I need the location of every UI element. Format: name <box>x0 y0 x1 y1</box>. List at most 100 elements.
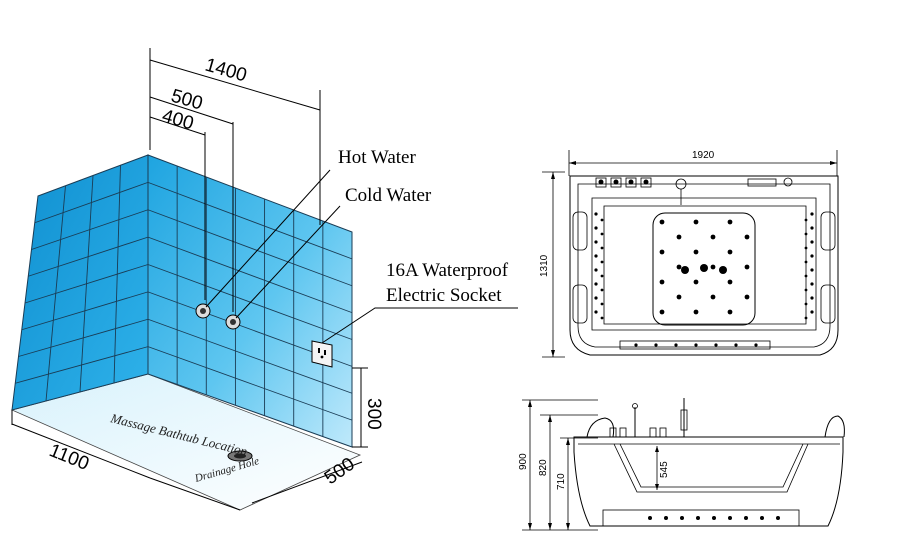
jet-dot <box>727 279 733 285</box>
drainage-hole <box>227 450 253 462</box>
jet-dot <box>744 234 750 240</box>
jet-dot <box>804 260 808 264</box>
plan-view: 1920 1310 <box>539 150 839 358</box>
socket-label-line2: Electric Socket <box>386 285 502 306</box>
grout-line <box>21 291 149 331</box>
jet-dot <box>810 268 814 272</box>
jet-dot <box>776 516 780 520</box>
jet-dot <box>693 309 699 315</box>
jet-dot <box>727 219 733 225</box>
elev-710-label: 710 <box>556 473 567 490</box>
elev-820-label: 820 <box>538 459 549 476</box>
jet-dot <box>710 264 716 270</box>
jet-dot <box>676 234 682 240</box>
jet-dot <box>600 316 604 320</box>
jet-dot <box>804 316 808 320</box>
jet-dot <box>600 260 604 264</box>
jet-dot <box>810 282 814 286</box>
left-wall-grout <box>15 165 149 402</box>
jet-dot <box>680 516 684 520</box>
jet-dot <box>810 254 814 258</box>
jet-dot <box>594 268 598 272</box>
jet-dot <box>594 282 598 286</box>
hot-water-leader <box>205 169 331 308</box>
wall-dimensions: 1400 500 400 <box>149 48 321 312</box>
skirt-jets <box>648 516 780 520</box>
jet-dot <box>681 266 689 274</box>
jet-dot <box>700 264 708 272</box>
back-wall-grout <box>147 166 353 437</box>
jet-dot <box>710 234 716 240</box>
jet-dot <box>810 226 814 230</box>
plan-jets <box>659 219 750 315</box>
jet-dot <box>594 296 598 300</box>
grout-line <box>147 209 353 287</box>
jet-dot <box>728 516 732 520</box>
jet-dot <box>804 274 808 278</box>
jet-dot <box>594 310 598 314</box>
jet-dot <box>710 294 716 300</box>
jet-dot <box>727 309 733 315</box>
jet-dot <box>674 343 678 347</box>
room-view: 1400 500 400 300 1100 500 Massage Bathtu… <box>10 48 518 511</box>
side-jets <box>594 212 814 320</box>
jet-dot <box>727 249 733 255</box>
jet-dot <box>634 343 638 347</box>
grout-line <box>18 318 149 357</box>
jet-dot <box>734 343 738 347</box>
jet-dot <box>648 516 652 520</box>
jet-dot <box>600 246 604 250</box>
grout-line <box>147 264 353 340</box>
grout-line <box>15 346 149 384</box>
jet-dot <box>659 279 665 285</box>
elev-900-label: 900 <box>518 453 529 470</box>
grout-line <box>31 209 149 250</box>
jet-dot <box>696 516 700 520</box>
cold-water-leader <box>235 205 341 319</box>
jet-dot <box>804 218 808 222</box>
jet-dot <box>659 309 665 315</box>
jet-dot <box>600 302 604 306</box>
jet-dot <box>744 516 748 520</box>
jet-dot <box>594 226 598 230</box>
jet-dot <box>594 212 598 216</box>
jet-dot <box>600 288 604 292</box>
jet-dot <box>810 296 814 300</box>
jet-dot <box>600 274 604 278</box>
jet-dot <box>744 294 750 300</box>
jet-dot <box>600 232 604 236</box>
jet-dot <box>654 343 658 347</box>
socket-height-dimension: 300 <box>352 367 384 448</box>
grout-line <box>147 181 353 260</box>
left-wall <box>11 154 149 411</box>
jet-dot <box>659 219 665 225</box>
jet-dot <box>600 218 604 222</box>
jet-dot <box>659 249 665 255</box>
jet-dot <box>804 302 808 306</box>
jet-dot <box>714 343 718 347</box>
jet-dot <box>664 516 668 520</box>
front-panel-lights <box>634 343 758 347</box>
dim-1100: 1100 <box>46 440 92 475</box>
socket-label-line1: 16A Waterproof <box>386 260 509 281</box>
jet-dot <box>810 212 814 216</box>
jet-dot <box>693 249 699 255</box>
jet-dot <box>594 240 598 244</box>
dim-300: 300 <box>363 398 384 430</box>
jet-dot <box>676 294 682 300</box>
elev-545-label: 545 <box>659 461 670 478</box>
jet-dot <box>693 279 699 285</box>
jet-dot <box>676 264 682 270</box>
grout-line <box>24 264 149 304</box>
grout-line <box>34 181 149 224</box>
jet-dot <box>810 240 814 244</box>
jet-dot <box>760 516 764 520</box>
cold-water-pipe <box>225 314 241 330</box>
jet-dot <box>810 310 814 314</box>
plan-width-label: 1920 <box>692 150 715 161</box>
hot-water-label: Hot Water <box>338 147 416 168</box>
jet-dot <box>804 288 808 292</box>
grout-line <box>147 236 353 314</box>
grout-line <box>147 318 353 394</box>
